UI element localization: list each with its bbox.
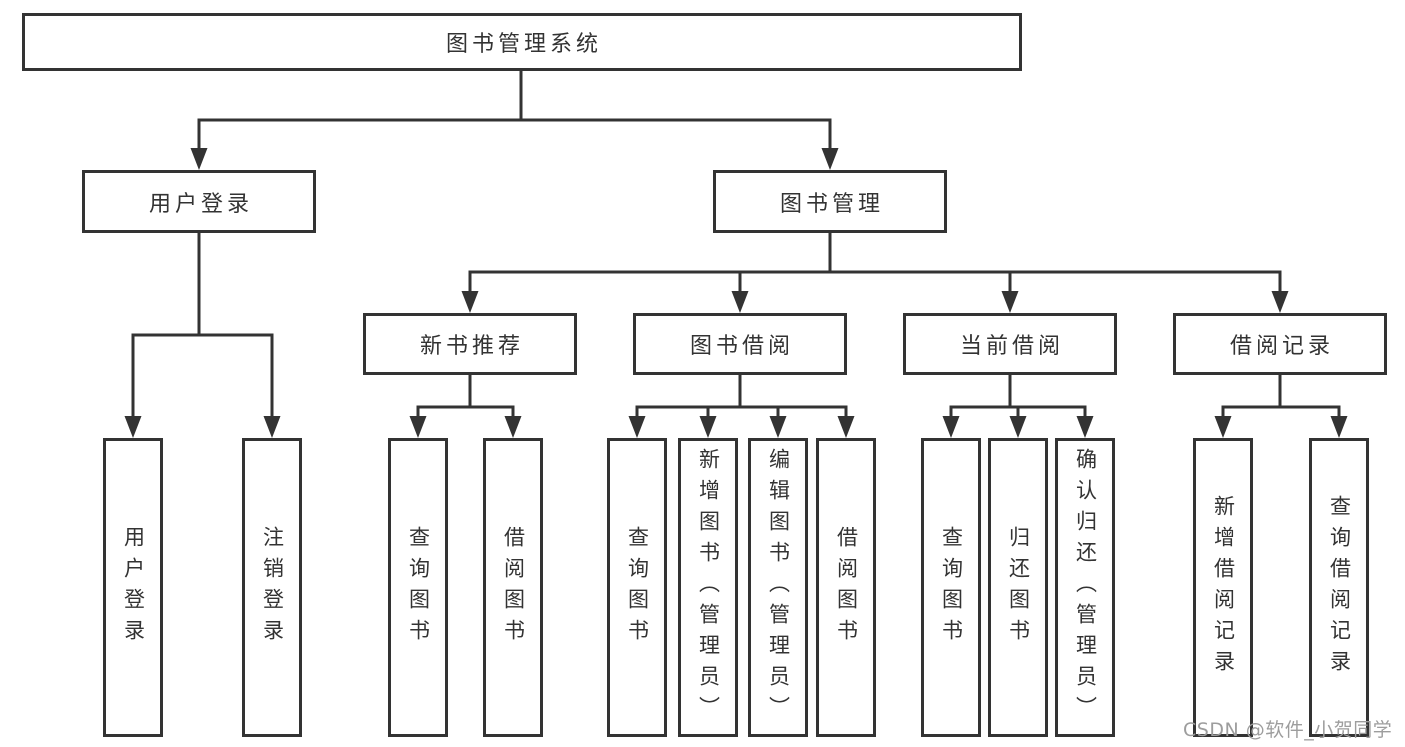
node-borrowing-records-label: 借阅记录 <box>1229 334 1334 359</box>
leaf-user-login-label: 用户登录 <box>121 525 146 650</box>
node-book-management-label: 图书管理 <box>779 191 884 217</box>
leaf-return-books: 归还图书 <box>988 438 1048 737</box>
leaf-query-books-recommend-label: 查询图书 <box>406 525 431 650</box>
leaf-logout-label: 注销登录 <box>260 525 285 650</box>
leaf-query-borrow-record: 查询借阅记录 <box>1309 438 1369 737</box>
node-current-borrowing-label: 当前借阅 <box>959 334 1064 359</box>
node-user-login: 用户登录 <box>82 170 316 233</box>
node-library-system: 图书管理系统 <box>22 13 1022 71</box>
node-user-login-label: 用户登录 <box>148 191 253 217</box>
leaf-edit-books-admin: 编辑图书（管理员） <box>748 438 808 737</box>
leaf-return-books-label: 归还图书 <box>1006 525 1031 650</box>
leaf-borrow-books-borrowing: 借阅图书 <box>816 438 876 737</box>
leaf-query-books-borrowing-label: 查询图书 <box>625 525 650 650</box>
csdn-watermark: CSDN @软件_小贺同学 <box>1183 719 1393 741</box>
leaf-add-borrow-record: 新增借阅记录 <box>1193 438 1253 737</box>
leaf-query-books-recommend: 查询图书 <box>388 438 448 737</box>
node-new-book-recommend-label: 新书推荐 <box>419 334 524 359</box>
node-book-borrowing: 图书借阅 <box>633 313 847 375</box>
leaf-edit-books-admin-label: 编辑图书（管理员） <box>766 448 791 727</box>
node-current-borrowing: 当前借阅 <box>903 313 1117 375</box>
leaf-user-login: 用户登录 <box>103 438 163 737</box>
leaf-borrow-books-borrowing-label: 借阅图书 <box>834 525 859 650</box>
leaf-query-books-current: 查询图书 <box>921 438 981 737</box>
leaf-logout: 注销登录 <box>242 438 302 737</box>
leaf-add-borrow-record-label: 新增借阅记录 <box>1211 494 1236 681</box>
node-book-borrowing-label: 图书借阅 <box>689 334 794 359</box>
node-borrowing-records: 借阅记录 <box>1173 313 1387 375</box>
node-new-book-recommend: 新书推荐 <box>363 313 577 375</box>
arrowheads <box>124 148 1348 438</box>
node-book-management: 图书管理 <box>713 170 947 233</box>
leaf-query-books-current-label: 查询图书 <box>939 525 964 650</box>
leaf-confirm-return-admin-label: 确认归还（管理员） <box>1073 448 1098 727</box>
node-library-system-label: 图书管理系统 <box>445 32 602 57</box>
leaf-borrow-books-recommend-label: 借阅图书 <box>501 525 526 650</box>
connector-paths <box>131 70 1341 418</box>
leaf-confirm-return-admin: 确认归还（管理员） <box>1055 438 1115 737</box>
leaf-add-books-admin-label: 新增图书（管理员） <box>696 448 721 727</box>
leaf-query-books-borrowing: 查询图书 <box>607 438 667 737</box>
leaf-query-borrow-record-label: 查询借阅记录 <box>1327 494 1352 681</box>
leaf-add-books-admin: 新增图书（管理员） <box>678 438 738 737</box>
leaf-borrow-books-recommend: 借阅图书 <box>483 438 543 737</box>
